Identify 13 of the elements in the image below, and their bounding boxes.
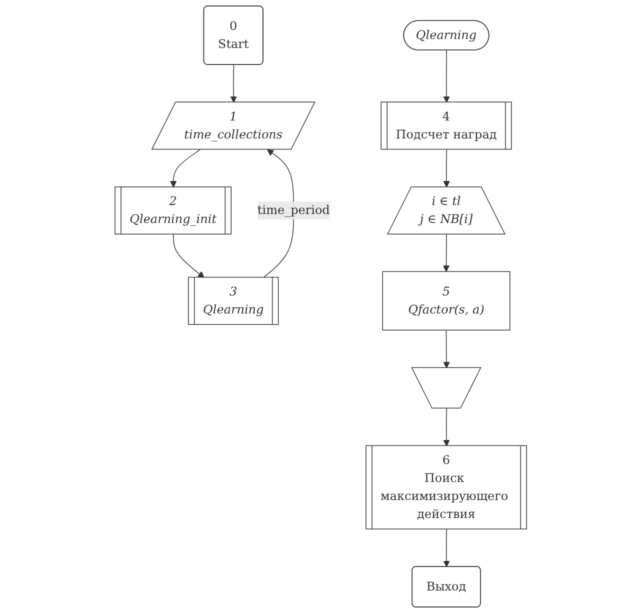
arrow (442, 408, 450, 446)
arrow (442, 330, 450, 368)
arrow (172, 234, 204, 278)
arrow (442, 528, 450, 568)
arrow (262, 149, 294, 278)
node-trapezoid (410, 367, 482, 409)
node-box: 5 Qfactor(s, a) (382, 271, 510, 330)
arrow (170, 149, 200, 188)
edge-label: time_period (257, 202, 330, 218)
arrow (442, 234, 450, 272)
arrow (230, 64, 237, 103)
arrow (442, 149, 450, 188)
arrow (442, 50, 450, 103)
